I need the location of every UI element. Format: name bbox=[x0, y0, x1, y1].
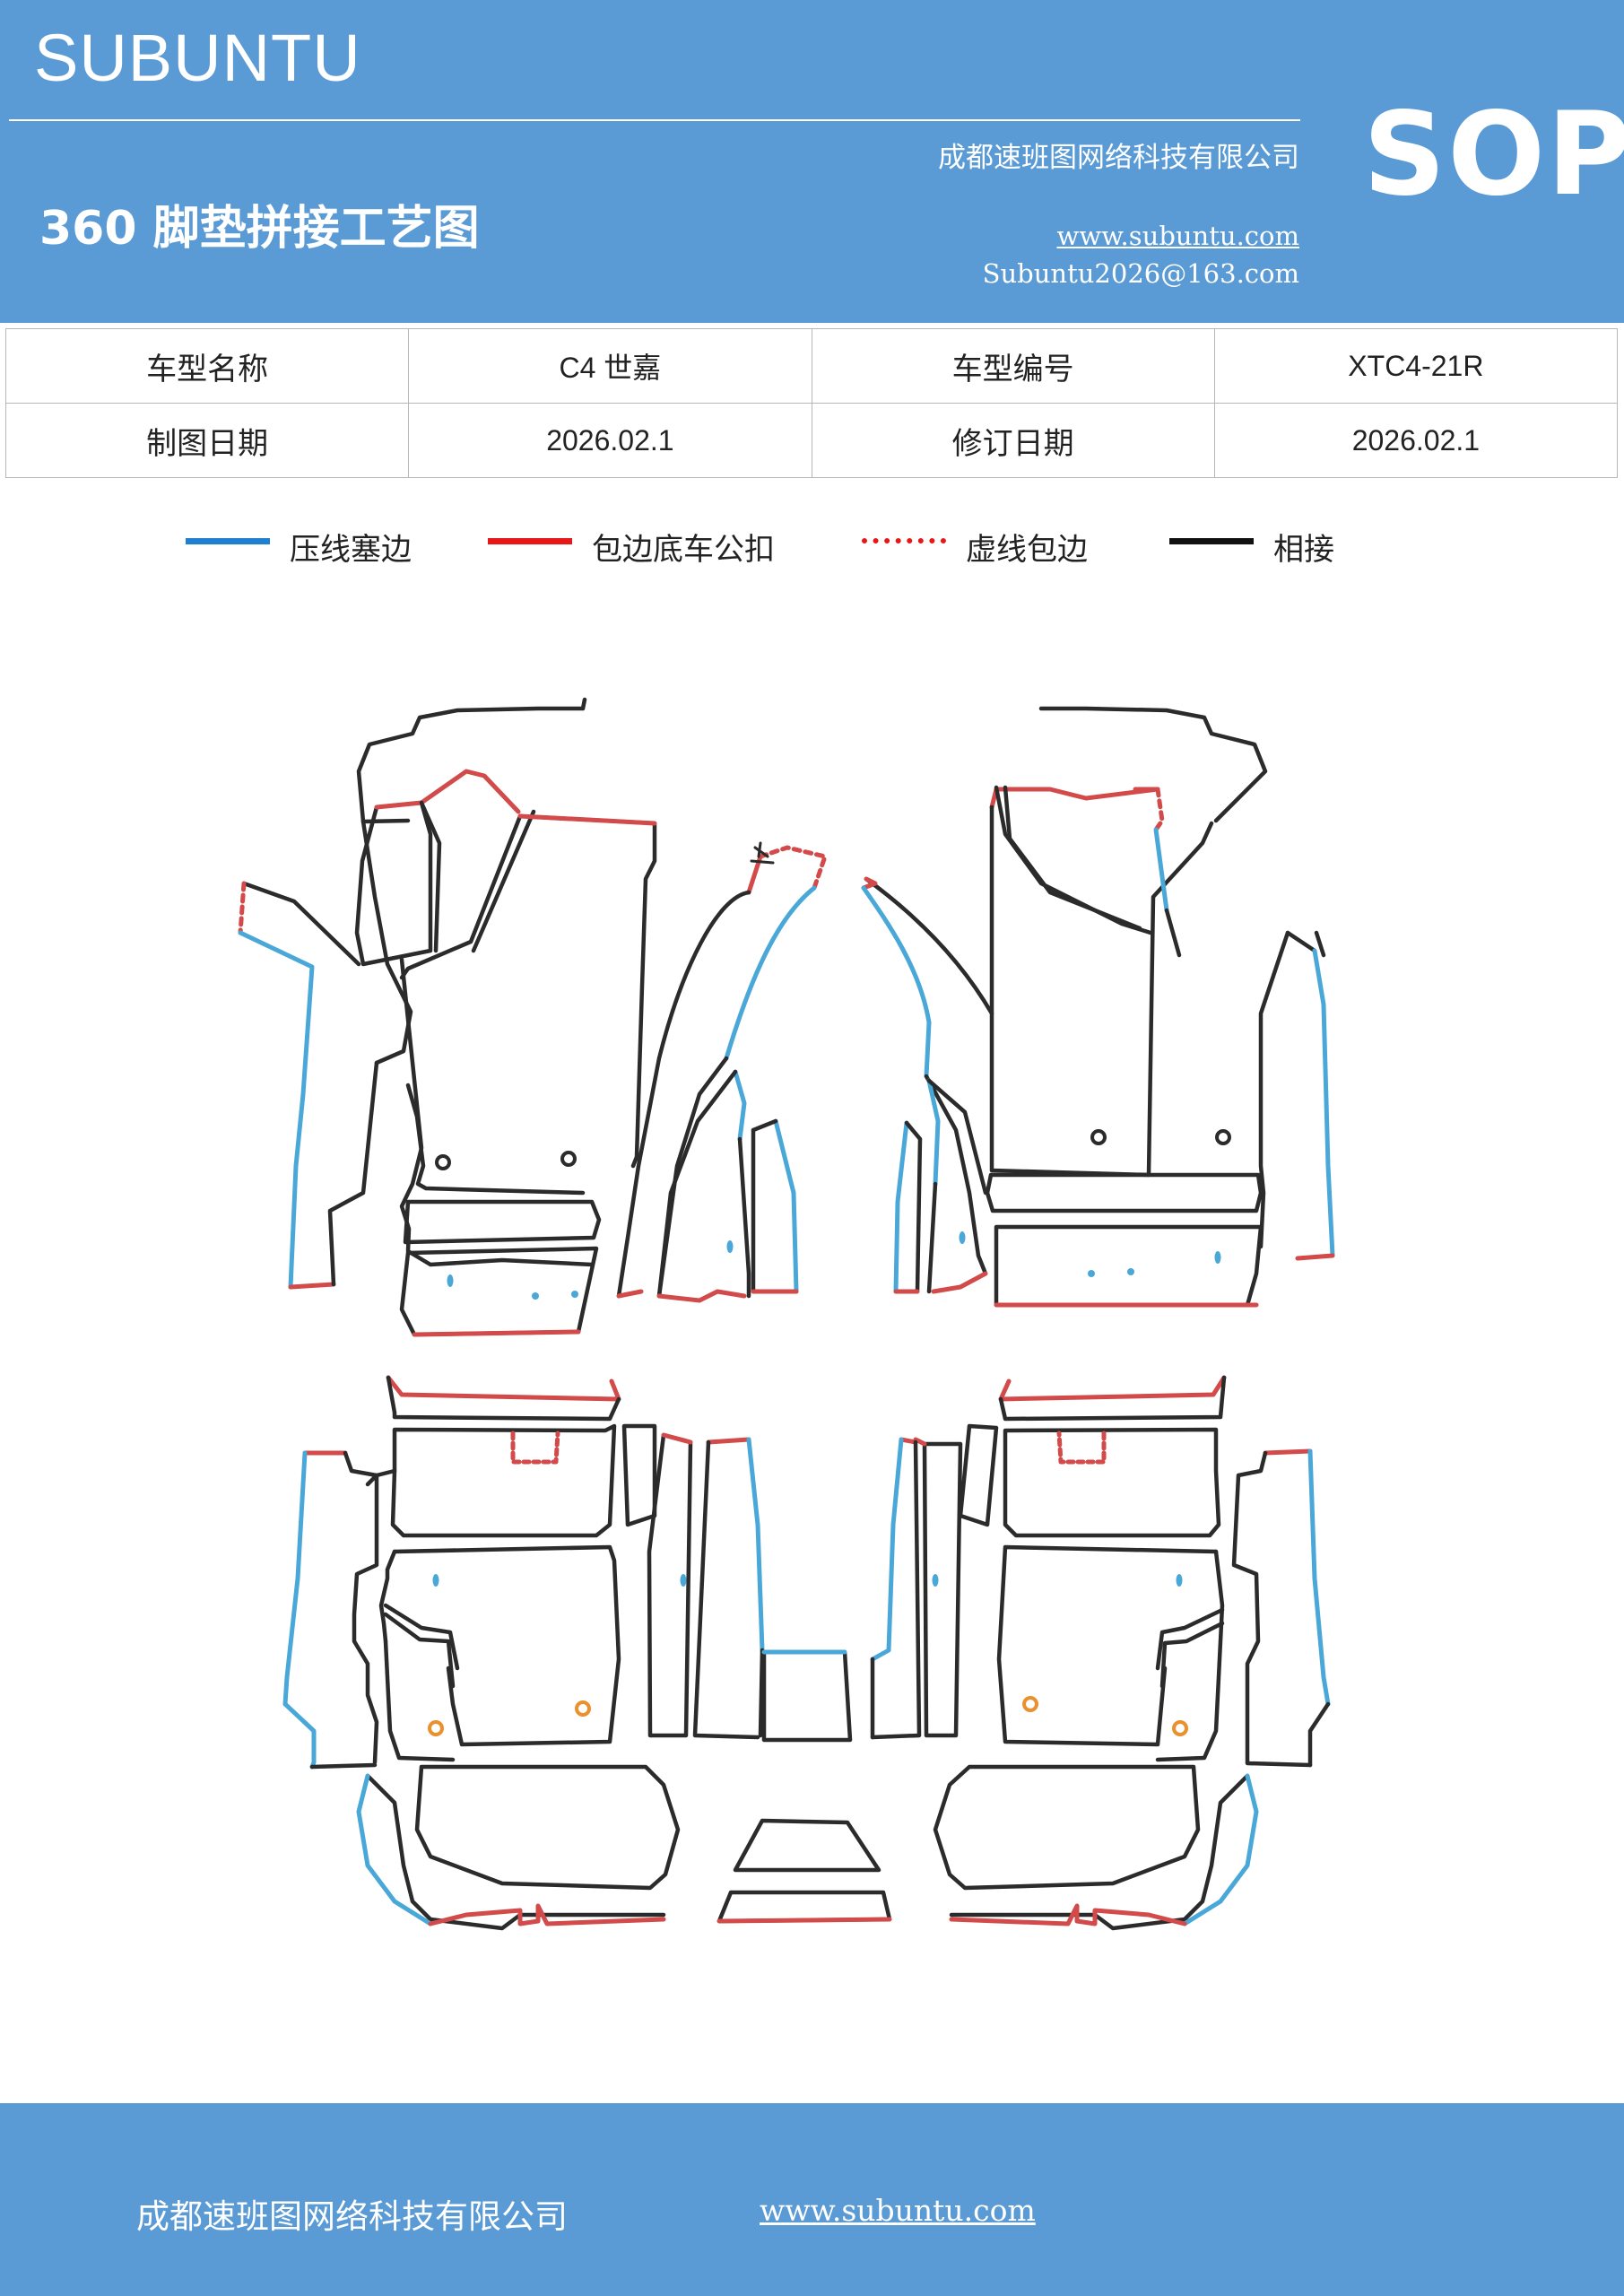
model-code-label: 车型编号 bbox=[811, 328, 1215, 404]
model-name-value: C4 世嘉 bbox=[408, 328, 812, 404]
legend-swatch bbox=[186, 538, 270, 544]
draw-date-label: 制图日期 bbox=[4, 403, 410, 478]
model-code-value: XTC4-21R bbox=[1213, 328, 1619, 404]
footer-company-name: 成都速班图网络科技有限公司 bbox=[136, 2197, 568, 2236]
header-email: Subuntu2026@163.com bbox=[982, 258, 1299, 289]
header-divider bbox=[9, 119, 1300, 121]
legend-label: 压线塞边 bbox=[290, 532, 412, 568]
brand-name: SUBUNTU bbox=[34, 21, 361, 95]
front-left-main-mat bbox=[356, 697, 657, 1267]
header-banner: SUBUNTU SOP 成都速班图网络科技有限公司 360 脚垫拼接工艺图 ww… bbox=[0, 0, 1624, 323]
legend-swatch bbox=[862, 538, 946, 544]
rear-right-mat-group bbox=[870, 1375, 1331, 1931]
vehicle-info-table: 车型名称 C4 世嘉 车型编号 XTC4-21R 制图日期 2026.02.1 … bbox=[4, 328, 1619, 478]
sop-badge: SOP bbox=[1363, 88, 1624, 222]
legend-label: 相接 bbox=[1273, 532, 1334, 568]
front-right-mat-group bbox=[861, 706, 1335, 1308]
rear-left-mat-group bbox=[282, 1375, 765, 1931]
document-title: 360 脚垫拼接工艺图 bbox=[39, 202, 480, 256]
model-name-label: 车型名称 bbox=[4, 328, 410, 404]
footer-banner: 成都速班图网络科技有限公司 www.subuntu.com bbox=[0, 2103, 1624, 2296]
front-left-lower-panels bbox=[399, 1151, 602, 1337]
line-legend: 压线塞边 包边底车公扣 虚线包边 相接 bbox=[0, 525, 1624, 578]
legend-label: 包边底车公扣 bbox=[592, 532, 775, 568]
header-company-name: 成都速班图网络科技有限公司 bbox=[938, 142, 1299, 174]
front-left-tunnel-strip bbox=[616, 841, 828, 1303]
footer-website-link[interactable]: www.subuntu.com bbox=[760, 2193, 1036, 2228]
center-tunnel-pieces bbox=[716, 1649, 892, 1924]
legend-label: 虚线包边 bbox=[966, 532, 1088, 568]
revise-date-value: 2026.02.1 bbox=[1213, 403, 1619, 478]
legend-swatch bbox=[488, 538, 572, 544]
revise-date-label: 修订日期 bbox=[811, 403, 1215, 478]
legend-swatch bbox=[1169, 538, 1254, 544]
table-row: 车型名称 C4 世嘉 车型编号 XTC4-21R bbox=[4, 328, 1619, 404]
front-left-outer-edge bbox=[238, 881, 379, 1290]
draw-date-value: 2026.02.1 bbox=[408, 403, 812, 478]
table-row: 制图日期 2026.02.1 修订日期 2026.02.1 bbox=[4, 403, 1619, 478]
front-left-side-strip bbox=[354, 769, 657, 967]
front-left-mat-group bbox=[238, 697, 828, 1337]
header-website-link[interactable]: www.subuntu.com bbox=[1056, 221, 1299, 251]
